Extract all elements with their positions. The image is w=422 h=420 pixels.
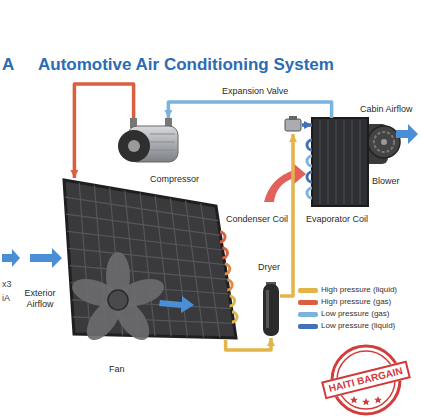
blower-hub	[381, 139, 387, 145]
refrigerant-pipe	[168, 102, 331, 118]
part-label: Blower	[372, 176, 400, 187]
coil-bend	[222, 248, 227, 258]
part-label: Dryer	[258, 262, 280, 273]
condenser-coil-bends	[220, 232, 237, 322]
condenser-illustration	[64, 180, 237, 338]
legend-swatch	[298, 312, 318, 317]
evaporator-fins	[320, 120, 360, 204]
legend-text: Low pressure (liquid)	[321, 320, 395, 332]
warm-air-arrow	[264, 162, 306, 202]
coil-bend	[225, 264, 230, 274]
condenser-frame	[64, 180, 236, 338]
stamp-star	[374, 396, 382, 403]
dryer-body	[263, 284, 279, 336]
dryer-highlight	[266, 290, 269, 328]
refrigerant-pipe	[302, 123, 312, 127]
valve-body	[285, 119, 301, 131]
title-fragment: A	[2, 55, 14, 75]
diagram-title: Automotive Air Conditioning System	[38, 55, 334, 75]
part-label: Condenser Coil	[226, 214, 288, 225]
pulley-hub	[128, 140, 140, 152]
fin	[327, 120, 328, 204]
fin	[343, 120, 344, 204]
valve-cap	[289, 116, 297, 120]
airflow-arrow	[396, 124, 418, 144]
compressor-rib	[150, 142, 175, 143]
coil-bend	[220, 232, 225, 242]
fin	[351, 120, 352, 204]
evaporator-coil-bends	[307, 140, 312, 198]
fin	[170, 198, 187, 337]
fin	[319, 120, 320, 204]
component-box: Evaporator Coil	[312, 118, 368, 206]
compressor-rib	[150, 134, 175, 135]
component-box: Compressor	[122, 118, 180, 166]
text-fragment: iA	[2, 293, 10, 304]
coil-bend	[307, 172, 312, 182]
part-label: Fan	[109, 364, 125, 375]
condenser-fins	[65, 183, 234, 338]
fin	[359, 120, 360, 204]
airflow-arrow	[2, 249, 20, 267]
legend-swatch	[298, 288, 318, 293]
stamp-star	[362, 398, 370, 405]
legend-row: Low pressure (liquid)	[298, 320, 408, 332]
fan-illustration	[69, 252, 168, 346]
airflow-arrow	[159, 296, 194, 313]
evaporator-illustration	[307, 118, 368, 206]
blower-vanes	[374, 132, 394, 152]
legend-swatch	[298, 300, 318, 305]
legend-swatch	[298, 324, 318, 329]
coil-bend	[307, 188, 312, 198]
coil-bend	[227, 280, 232, 290]
expansion-valve-illustration	[285, 116, 301, 131]
refrigerant-pipe	[226, 338, 271, 350]
part-label: Compressor	[150, 174, 199, 185]
legend-row: Low pressure (gas)	[298, 308, 408, 320]
compressor-illustration	[118, 118, 178, 162]
compressor-pulley	[118, 130, 150, 162]
text-fragment: x3	[2, 279, 12, 290]
legend-text: Low pressure (gas)	[321, 308, 389, 320]
legend-text: High pressure (gas)	[321, 296, 391, 308]
legend-row: High pressure (gas)	[298, 296, 408, 308]
fin	[201, 203, 220, 337]
fin	[186, 201, 204, 337]
stamp-star	[350, 396, 358, 403]
fan-hub	[108, 290, 128, 310]
part-label: Expansion Valve	[222, 86, 288, 97]
part-label: Evaporator Coil	[306, 214, 368, 225]
legend: High pressure (liquid)High pressure (gas…	[298, 284, 408, 332]
coil-bend	[307, 140, 312, 150]
fin	[335, 120, 336, 204]
component-box: Condenser Coil	[60, 178, 240, 340]
component-box: Dryer	[262, 282, 280, 338]
fin	[155, 196, 171, 337]
coil-bend	[307, 156, 312, 166]
airflow-arrow	[30, 248, 62, 268]
component-box: Expansion Valve	[284, 116, 302, 134]
legend-row: High pressure (liquid)	[298, 284, 408, 296]
refrigerant-pipe	[74, 84, 133, 178]
coil-bend	[230, 296, 235, 306]
compressor-rib	[150, 150, 175, 151]
airflow-label: Exterior Airflow	[18, 288, 62, 310]
dryer-illustration	[263, 282, 279, 336]
fin	[79, 183, 90, 335]
legend-text: High pressure (liquid)	[321, 284, 397, 296]
coil-bend	[232, 312, 237, 322]
blower-wheel	[368, 126, 400, 158]
airflow-label: Cabin Airflow	[360, 104, 413, 115]
evaporator-core	[312, 118, 368, 206]
